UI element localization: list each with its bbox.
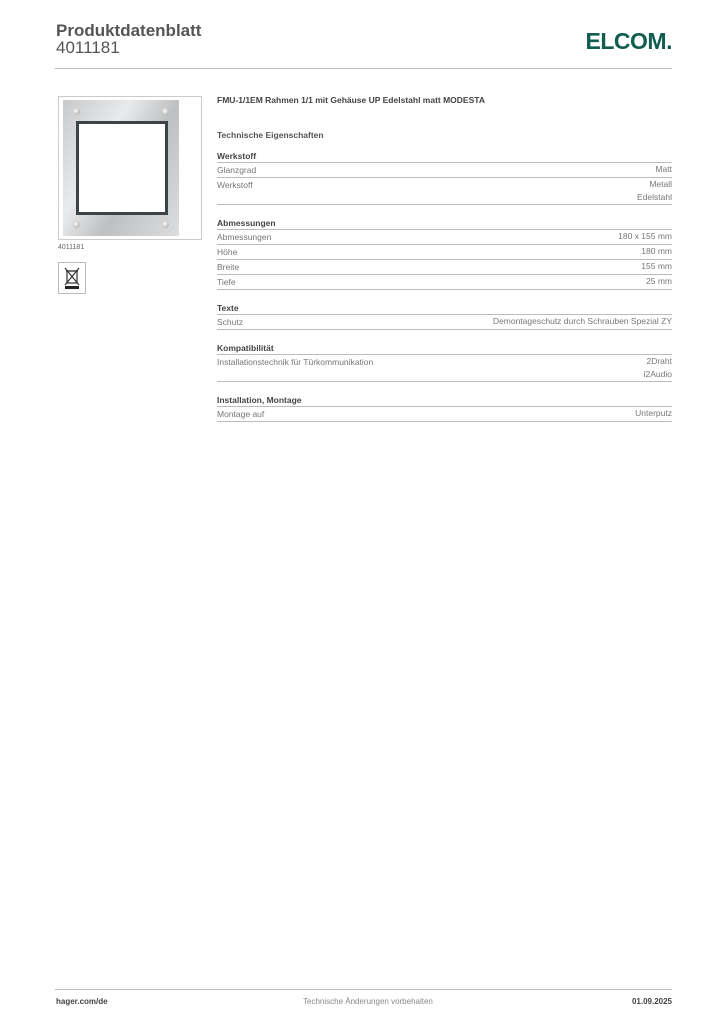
spec-label: Glanzgrad	[217, 165, 257, 175]
section-title: Texte	[217, 302, 672, 315]
spec-value: Demontageschutz durch Schrauben Spezial …	[493, 315, 672, 329]
spec-row: Glanzgrad Matt	[217, 163, 672, 178]
section-title: Werkstoff	[217, 150, 672, 163]
spec-value: 180 x 155 mm	[618, 230, 672, 244]
product-image	[58, 96, 202, 240]
footer-website[interactable]: hager.com/de	[56, 997, 108, 1006]
weee-bin-icon	[58, 262, 86, 294]
spec-value: Unterputz	[635, 407, 672, 421]
spec-value-line: Edelstahl	[637, 192, 672, 202]
product-name: FMU-1/1EM Rahmen 1/1 mit Gehäuse UP Edel…	[217, 95, 485, 105]
spec-row: Breite 155 mm	[217, 260, 672, 275]
spec-value: 25 mm	[646, 275, 672, 289]
header-divider	[55, 68, 672, 69]
spec-value: 180 mm	[641, 245, 672, 259]
spec-label: Werkstoff	[217, 180, 253, 190]
specs-title: Technische Eigenschaften	[217, 130, 324, 140]
spec-value-line: 25 mm	[646, 276, 672, 286]
spec-value-line: Unterputz	[635, 408, 672, 418]
spec-label: Schutz	[217, 317, 243, 327]
footer-divider	[55, 989, 672, 990]
section-title: Abmessungen	[217, 217, 672, 230]
page-title: Produktdatenblatt	[56, 21, 202, 40]
footer-date: 01.09.2025	[631, 997, 672, 1006]
spec-label: Montage auf	[217, 409, 265, 419]
spec-label: Breite	[217, 262, 240, 272]
spec-value: 155 mm	[641, 260, 672, 274]
spec-value-line: i2Audio	[643, 369, 672, 379]
spec-row: Installationstechnik für Türkommunikatio…	[217, 355, 672, 382]
footer-notice: Technische Änderungen vorbehalten	[303, 997, 433, 1006]
spec-value: 2Draht i2Audio	[644, 355, 672, 381]
spec-value: Matt	[655, 163, 672, 177]
spec-row: Höhe 180 mm	[217, 245, 672, 260]
elcom-logo: ELCOM.	[585, 28, 673, 54]
spec-row: Abmessungen 180 x 155 mm	[217, 230, 672, 245]
image-caption: 4011181	[58, 244, 85, 251]
spec-value-line: 180 x 155 mm	[618, 231, 672, 241]
spec-row: Montage auf Unterputz	[217, 407, 672, 422]
spec-value-line: Metall	[649, 179, 672, 189]
spec-row: Tiefe 25 mm	[217, 275, 672, 290]
section-title: Kompatibilität	[217, 342, 672, 355]
spec-value-line: 2Draht	[646, 356, 672, 366]
spec-value-line: 155 mm	[641, 261, 672, 271]
spec-value-line: Matt	[655, 164, 672, 174]
spec-label: Tiefe	[217, 277, 236, 287]
section-title: Installation, Montage	[217, 394, 672, 407]
spec-label: Abmessungen	[217, 232, 272, 242]
article-number: 4011181	[56, 38, 120, 57]
spec-row: Schutz Demontageschutz durch Schrauben Sp…	[217, 315, 672, 330]
spec-content: FMU-1/1EM Rahmen 1/1 mit Gehäuse UP Edel…	[217, 95, 672, 422]
spec-label: Höhe	[217, 247, 238, 257]
spec-value-line: 180 mm	[641, 246, 672, 256]
spec-label: Installationstechnik für Türkommunikatio…	[217, 357, 374, 367]
spec-value-line: Demontageschutz durch Schrauben Spezial …	[492, 316, 672, 326]
